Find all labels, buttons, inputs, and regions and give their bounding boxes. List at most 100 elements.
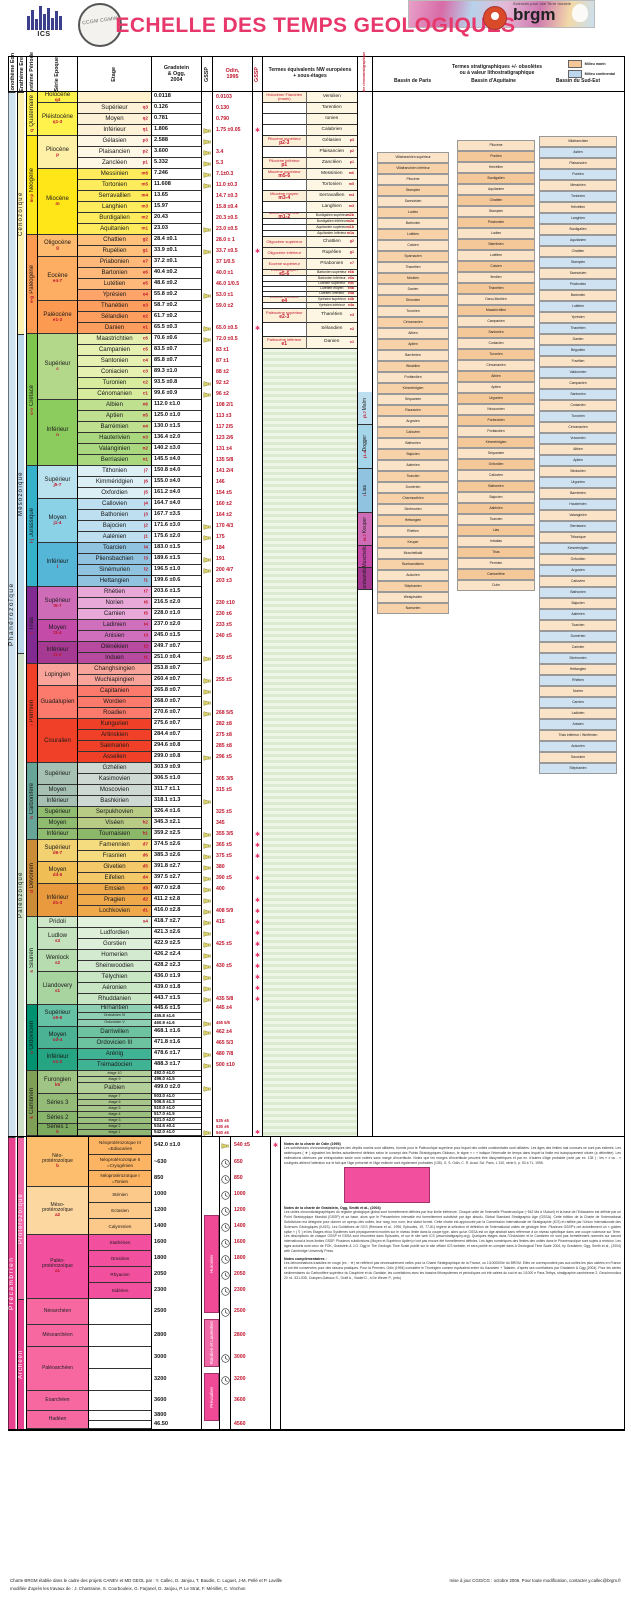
gssp-marker-cell xyxy=(202,323,212,334)
nw-term-label xyxy=(263,180,307,191)
etage-cell: Wordien xyxy=(78,697,151,708)
gradstein-age-cell: 265.8 ±0.7 xyxy=(152,686,201,697)
gssp-marker-cell xyxy=(202,191,212,202)
odin-age-cell: 445 ±4 xyxy=(213,1005,252,1013)
basin-paris-label: Bassin de Paris xyxy=(393,77,432,84)
gradstein-age-cell: 33.9 ±0.1 xyxy=(152,246,201,257)
precambrian-etage-cell xyxy=(89,1325,151,1347)
etage-label: Santonien xyxy=(100,356,129,364)
basin-unit: Namurien xyxy=(377,603,449,614)
nw-substage-label: Messinien xyxy=(320,170,343,176)
odin-age-cell: 500 ±10 xyxy=(213,1060,252,1071)
golden-spike-icon xyxy=(203,556,211,563)
gssp-marker-cell xyxy=(202,983,212,994)
basin-unit: Kimméridgien xyxy=(457,437,535,448)
basin-unit: Callovien xyxy=(539,576,617,587)
etage-label: Darriwilien xyxy=(100,1027,129,1035)
precambrian-side-label: Huronien xyxy=(209,1255,214,1273)
odin-age-cell: 345 xyxy=(213,818,252,829)
nw-term-label xyxy=(263,282,307,287)
basin-unit: Stampien xyxy=(457,206,535,217)
basin-unit: Oxfordien xyxy=(539,554,617,565)
precambrian-etage-cell xyxy=(89,1421,151,1429)
etage-label: Rhétien xyxy=(103,587,125,595)
etage-code: q3 xyxy=(142,104,148,110)
precambrian-odin-cell: 1200 xyxy=(231,1203,270,1219)
precambrian-star-cell xyxy=(271,1251,280,1267)
basin-unit: Berriasien xyxy=(539,521,617,532)
germanic-spacer xyxy=(358,92,372,392)
etage-code: s4 xyxy=(142,918,148,924)
precambrian-side-cell-2: Prévaalien xyxy=(204,1373,219,1421)
serie-label: Cisuralien xyxy=(44,737,71,744)
gradstein-age-cell: 488.3 ±1.7 xyxy=(152,1060,201,1071)
precambrian-etage-cell: Rhyacien xyxy=(89,1267,151,1283)
odin-gssp-cell: ✱ xyxy=(253,246,262,257)
clock-icon xyxy=(220,1270,230,1280)
gradstein-age-cell: 89.3 ±1.0 xyxy=(152,367,201,378)
golden-spike-icon xyxy=(203,391,211,398)
basin-unit: Pontien xyxy=(457,151,535,162)
precambrian-gssp-cell xyxy=(220,1347,230,1369)
gssp-marker-cell xyxy=(202,873,212,884)
basin-unit: Aalénien xyxy=(457,503,535,514)
etage-code: c5 xyxy=(142,346,148,352)
golden-spike-icon xyxy=(203,138,211,145)
odin-gssp-cell xyxy=(253,356,262,367)
etage-code: e6 xyxy=(142,269,148,275)
basin-sudest-label: Bassin du Sud-Est xyxy=(555,77,601,84)
odin-age-cell: 425 ±5 xyxy=(213,939,252,950)
basin-unit: Plaisancien xyxy=(539,158,617,169)
odin-age-cell: 37 1/0.5 xyxy=(213,257,252,268)
etage-code: j7 xyxy=(144,467,148,473)
serie-code: j1-4 xyxy=(53,520,62,526)
star-icon: ✱ xyxy=(254,875,261,882)
odin-gssp-cell: ✱ xyxy=(253,950,262,961)
nw-term-code: m1-2 xyxy=(278,214,291,219)
col-header-nw-terms: Termes équivalents NW européens + sous-é… xyxy=(263,57,358,91)
serie-label: Supérieur xyxy=(44,845,71,852)
system-code: o xyxy=(28,1051,34,1055)
basin-unit: Montien xyxy=(377,273,449,284)
serie-label: Supérieur xyxy=(44,597,71,604)
gssp-marker-cell xyxy=(202,631,212,642)
odin-age-cell: 59.0 ±2 xyxy=(213,301,252,312)
page-title: ECHELLE DES TEMPS GEOLOGIQUES xyxy=(115,14,516,37)
etage-label: Trémadocien xyxy=(96,1060,133,1068)
gssp-marker-cell xyxy=(202,730,212,741)
precambrian-odin-cell: 1800 xyxy=(231,1251,270,1267)
etage-code: p1 xyxy=(142,159,148,165)
nw-substage-label: Chattien xyxy=(322,238,341,244)
gssp-marker-cell xyxy=(202,862,212,873)
etage-label: Yprésien xyxy=(102,290,127,298)
serie-cell-16: Guadalupien xyxy=(38,686,77,719)
basin-unit: Kimméridgien xyxy=(539,543,617,554)
etage-code: n6 xyxy=(142,401,148,407)
odin-gssp-cell xyxy=(253,620,262,631)
gssp-marker-cell xyxy=(202,752,212,763)
etage-code: n5 xyxy=(142,412,148,418)
basin-unit: Aptien xyxy=(457,382,535,393)
etage-label: Anisien xyxy=(104,631,125,639)
gradstein-age-cell: 155.0 ±4.0 xyxy=(152,477,201,488)
gssp-marker-cell xyxy=(202,686,212,697)
etage-cell: Ordovicien III xyxy=(78,1038,151,1049)
precambrian-side-label: Randien et Laurentien xyxy=(209,1321,214,1365)
gssp-marker-cell xyxy=(202,1049,212,1060)
etage-cell: Sakmarien xyxy=(78,741,151,752)
etage-code: c4 xyxy=(142,357,148,363)
gssp-marker-cell xyxy=(202,609,212,620)
etage-code: e2 xyxy=(142,313,148,319)
gssp-marker-cell xyxy=(202,367,212,378)
odin-gssp-cell: ✱ xyxy=(253,1130,262,1136)
